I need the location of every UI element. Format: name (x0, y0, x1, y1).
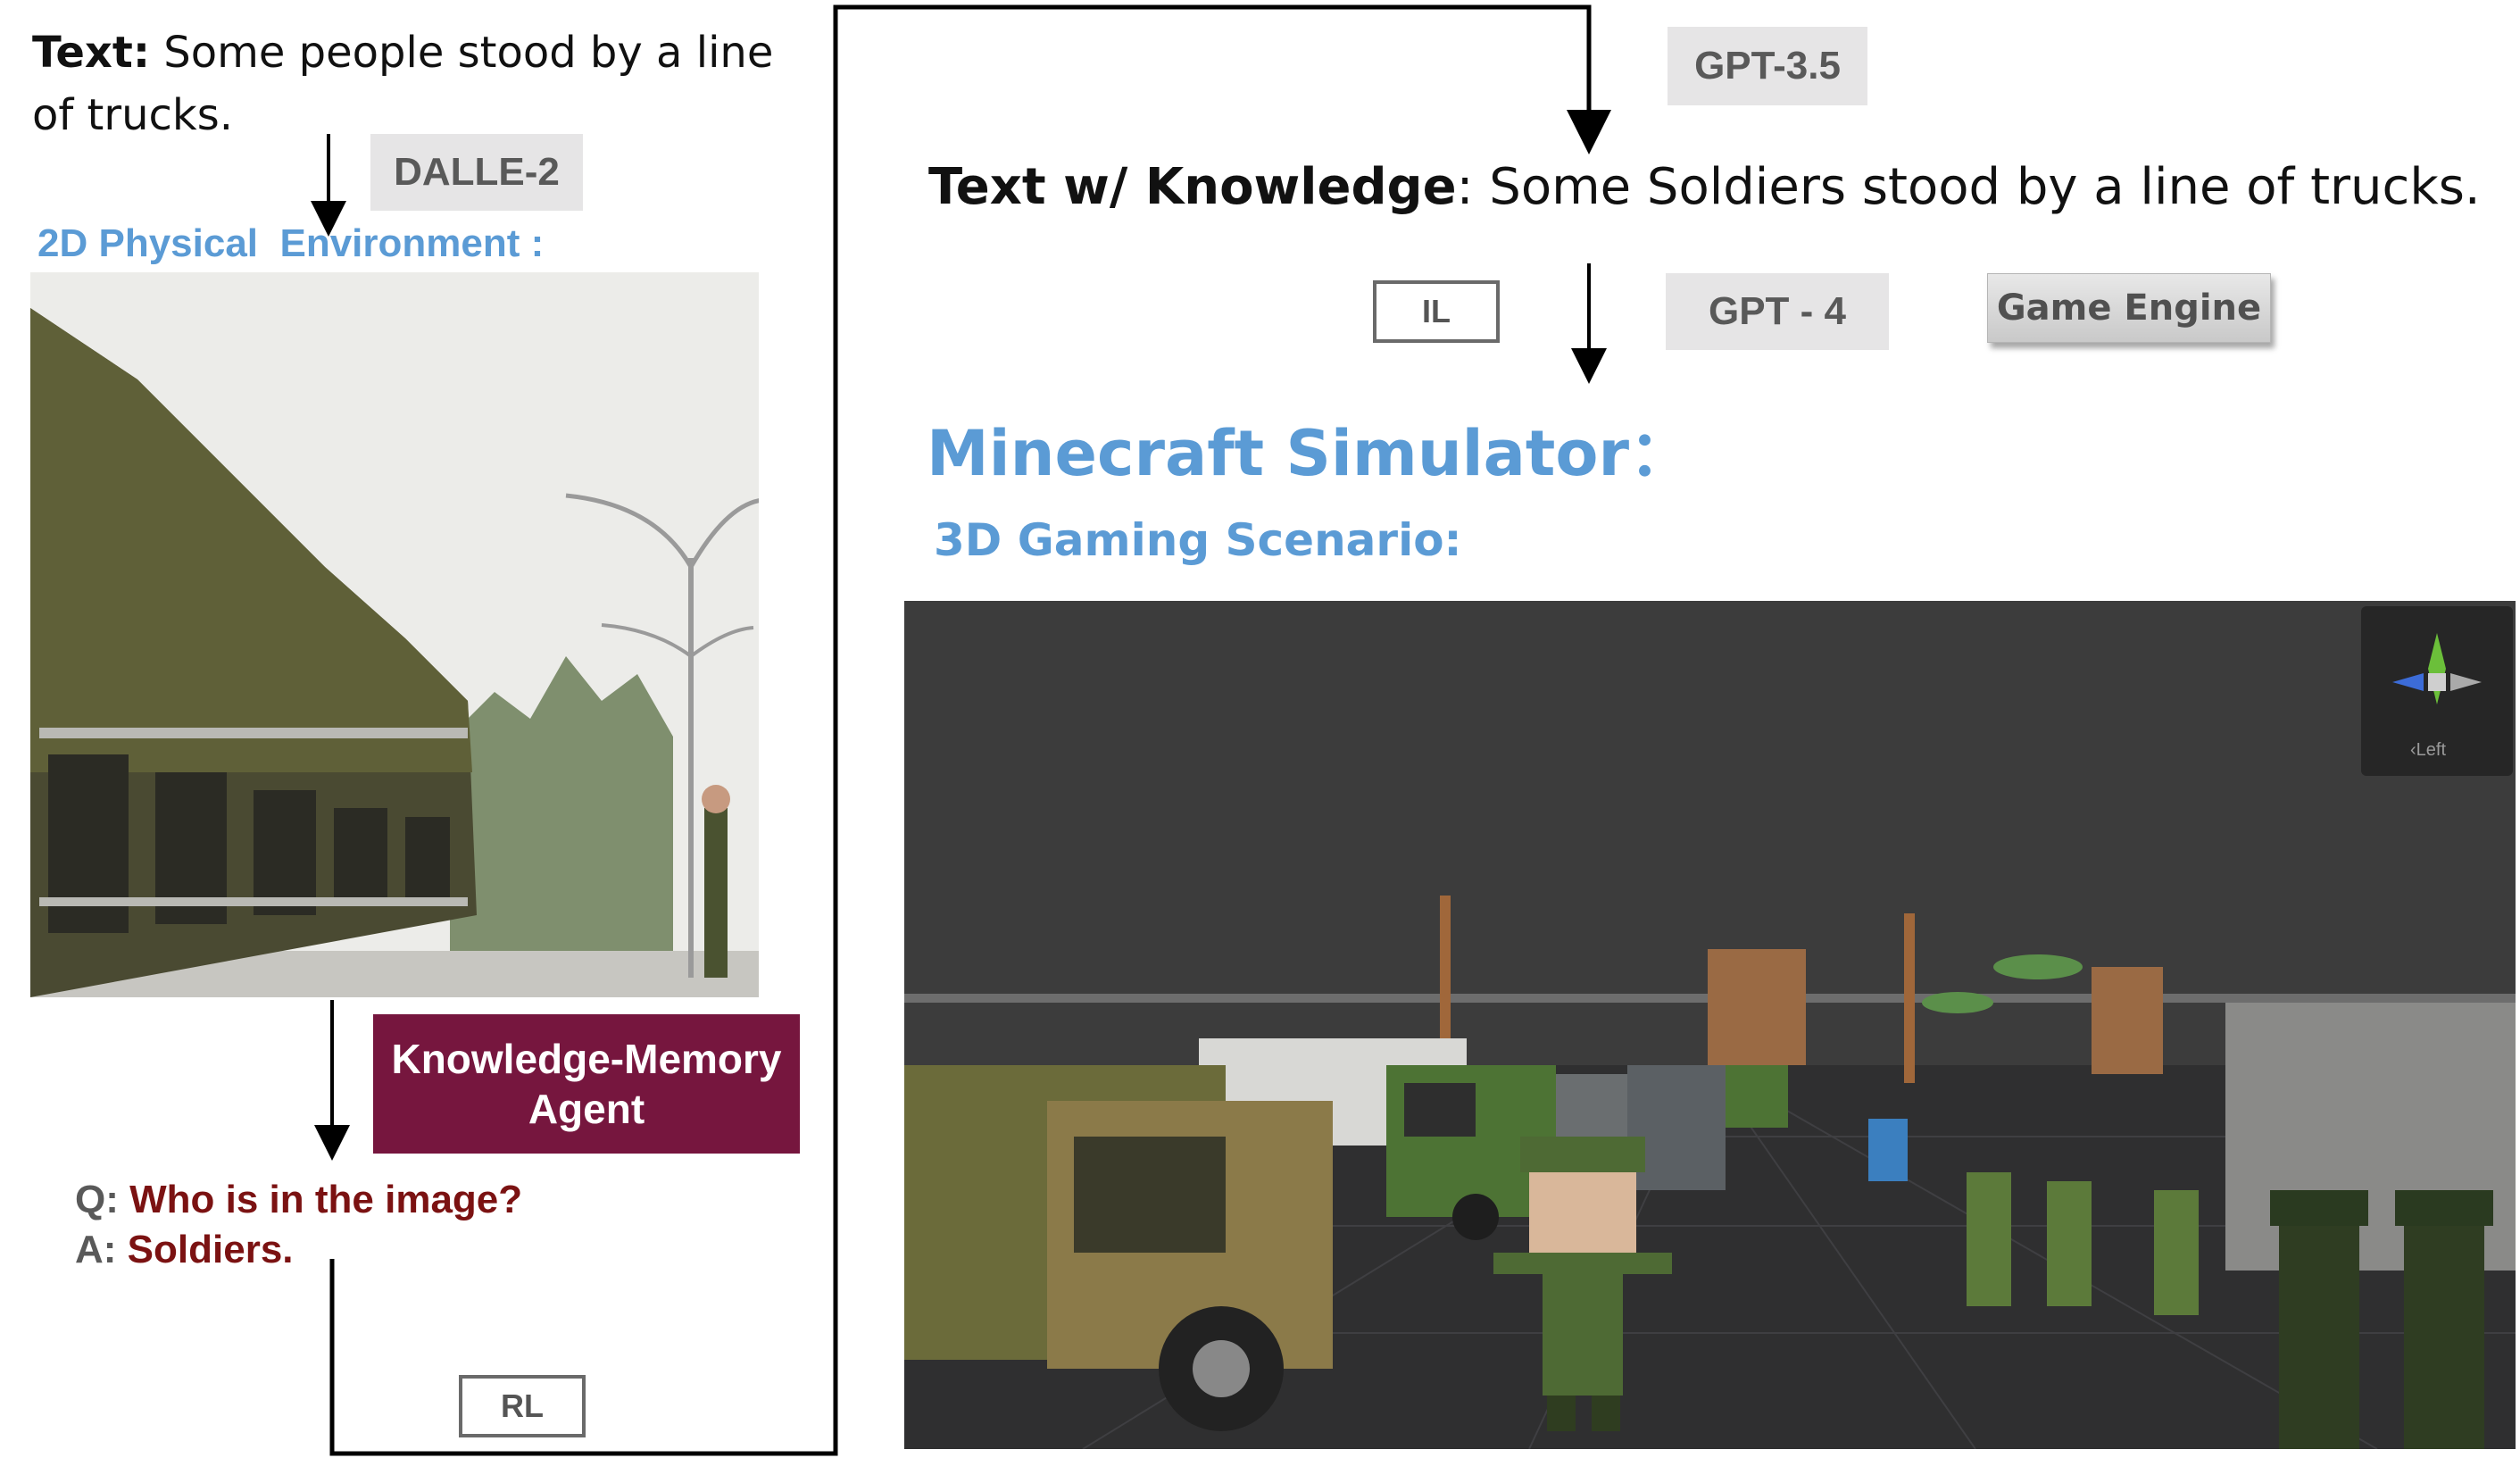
orientation-gizmo[interactable]: ‹Left (2361, 606, 2513, 776)
physical-environment-photo (30, 272, 759, 997)
question-row: Q: Who is in the image? (75, 1175, 522, 1225)
game-engine-tag: Game Engine (1987, 273, 2271, 343)
dalle-tag: DALLE-2 (370, 134, 583, 211)
simulator-title: Minecraft Simulator： (927, 417, 1692, 490)
question-key: Q: (75, 1178, 119, 1221)
agent-line-2: Agent (528, 1086, 645, 1132)
scene-illustration (904, 601, 2516, 1449)
input-text-body: Some people stood by a line of trucks. (32, 28, 774, 140)
qa-block: Q: Who is in the image? A: Soldiers. (75, 1175, 522, 1275)
gpt4-tag: GPT - 4 (1666, 273, 1889, 350)
physical-env-label: 2D Physical Environment : (37, 221, 545, 265)
agent-line-1: Knowledge-Memory (391, 1036, 782, 1082)
answer-row: A: Soldiers. (75, 1225, 522, 1275)
question-text: Who is in the image? (129, 1178, 523, 1221)
knowledge-memory-agent: Knowledge-Memory Agent (373, 1014, 800, 1154)
il-tag: IL (1373, 280, 1500, 343)
photo-illustration (30, 272, 759, 997)
scenario-label: 3D Gaming Scenario: (934, 514, 1462, 566)
answer-key: A: (75, 1228, 117, 1271)
knowledge-body: : Some Soldiers stood by a line of truck… (1456, 158, 2481, 216)
axis-gizmo-icon (2392, 633, 2482, 704)
answer-text: Soldiers. (127, 1228, 294, 1271)
gaming-scenario-view: ‹Left (904, 601, 2516, 1449)
input-text-label: Text: (32, 28, 151, 78)
knowledge-label: Text w/ Knowledge (928, 158, 1457, 216)
rl-tag: RL (459, 1375, 586, 1437)
input-text: Text: Some people stood by a line of tru… (32, 21, 818, 146)
gizmo-label: ‹Left (2410, 740, 2447, 760)
gpt35-tag: GPT-3.5 (1668, 27, 1867, 105)
knowledge-text: Text w/ Knowledge: Some Soldiers stood b… (928, 152, 2481, 223)
